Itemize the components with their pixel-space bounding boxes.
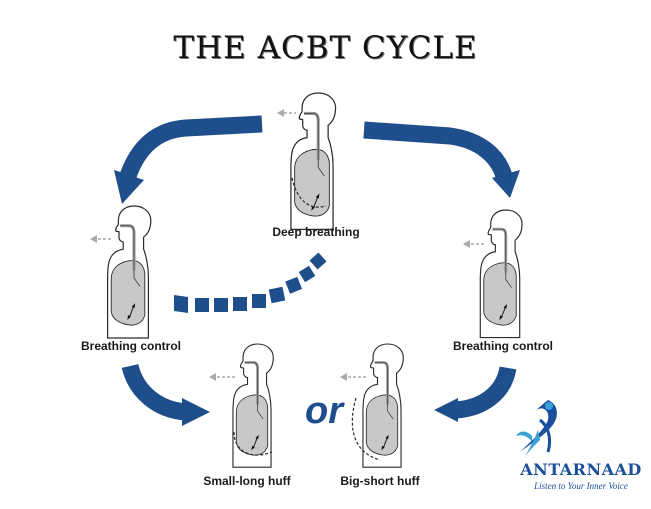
label-breathing-control-left: Breathing control bbox=[80, 339, 181, 353]
figure-breathing-control-right bbox=[478, 208, 524, 340]
dancer-logo-icon bbox=[516, 400, 557, 458]
brand-tagline: Listen to Your Inner Voice bbox=[534, 481, 628, 491]
arrow-bottom-left bbox=[121, 363, 188, 421]
brand-name: ANTARNAAD bbox=[520, 460, 642, 479]
arrow-top-right bbox=[363, 121, 513, 179]
figure-big-short-huff bbox=[361, 342, 405, 469]
connector-or: or bbox=[305, 390, 343, 432]
arrowhead-top-left bbox=[114, 170, 144, 204]
label-big-short-huff: Big-short huff bbox=[340, 474, 420, 488]
label-breathing-control-right: Breathing control bbox=[452, 339, 553, 353]
figure-deep-breathing bbox=[289, 91, 338, 231]
arrowhead-bottom-left bbox=[182, 398, 210, 426]
dashed-arrow bbox=[174, 252, 327, 313]
label-small-long-huff: Small-long huff bbox=[203, 474, 291, 488]
arrow-bottom-right bbox=[454, 366, 517, 419]
arrowhead-top-right bbox=[492, 170, 520, 198]
page-title: THE ACBT CYCLE bbox=[173, 30, 478, 66]
figure-small-long-huff bbox=[231, 342, 275, 469]
figure-breathing-control-left bbox=[106, 204, 153, 340]
arrowhead-bottom-right bbox=[434, 398, 458, 422]
arrow-top-left bbox=[119, 115, 263, 180]
label-deep-breathing: Deep breathing bbox=[272, 225, 360, 239]
